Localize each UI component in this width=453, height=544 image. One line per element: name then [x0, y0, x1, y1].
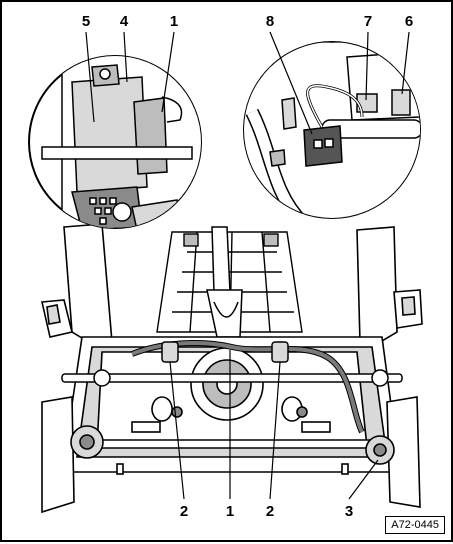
callout-2-right: 2 [265, 503, 275, 520]
harness-clips [161, 341, 289, 363]
cable-strap [206, 226, 243, 338]
seat-lower-frame [61, 336, 401, 473]
backrest-side-frame-left [41, 223, 113, 348]
callout-2-left: 2 [179, 503, 189, 520]
callout-6: 6 [404, 13, 414, 30]
callout-5: 5 [81, 13, 91, 30]
callout-1-top: 1 [169, 13, 179, 30]
callout-7: 7 [363, 13, 373, 30]
backrest-side-frame-right [356, 226, 423, 348]
figure-reference-id: A72-0445 [385, 516, 445, 534]
leader-lines [85, 31, 410, 500]
cross-rods [61, 369, 403, 449]
seat-side-rails [41, 396, 421, 514]
callout-3: 3 [344, 503, 354, 520]
callout-8: 8 [265, 13, 275, 30]
callout-4: 4 [119, 13, 129, 30]
detail-circle-left [28, 55, 202, 229]
callout-1-bottom: 1 [225, 503, 235, 520]
detail-circle-right [243, 41, 421, 219]
